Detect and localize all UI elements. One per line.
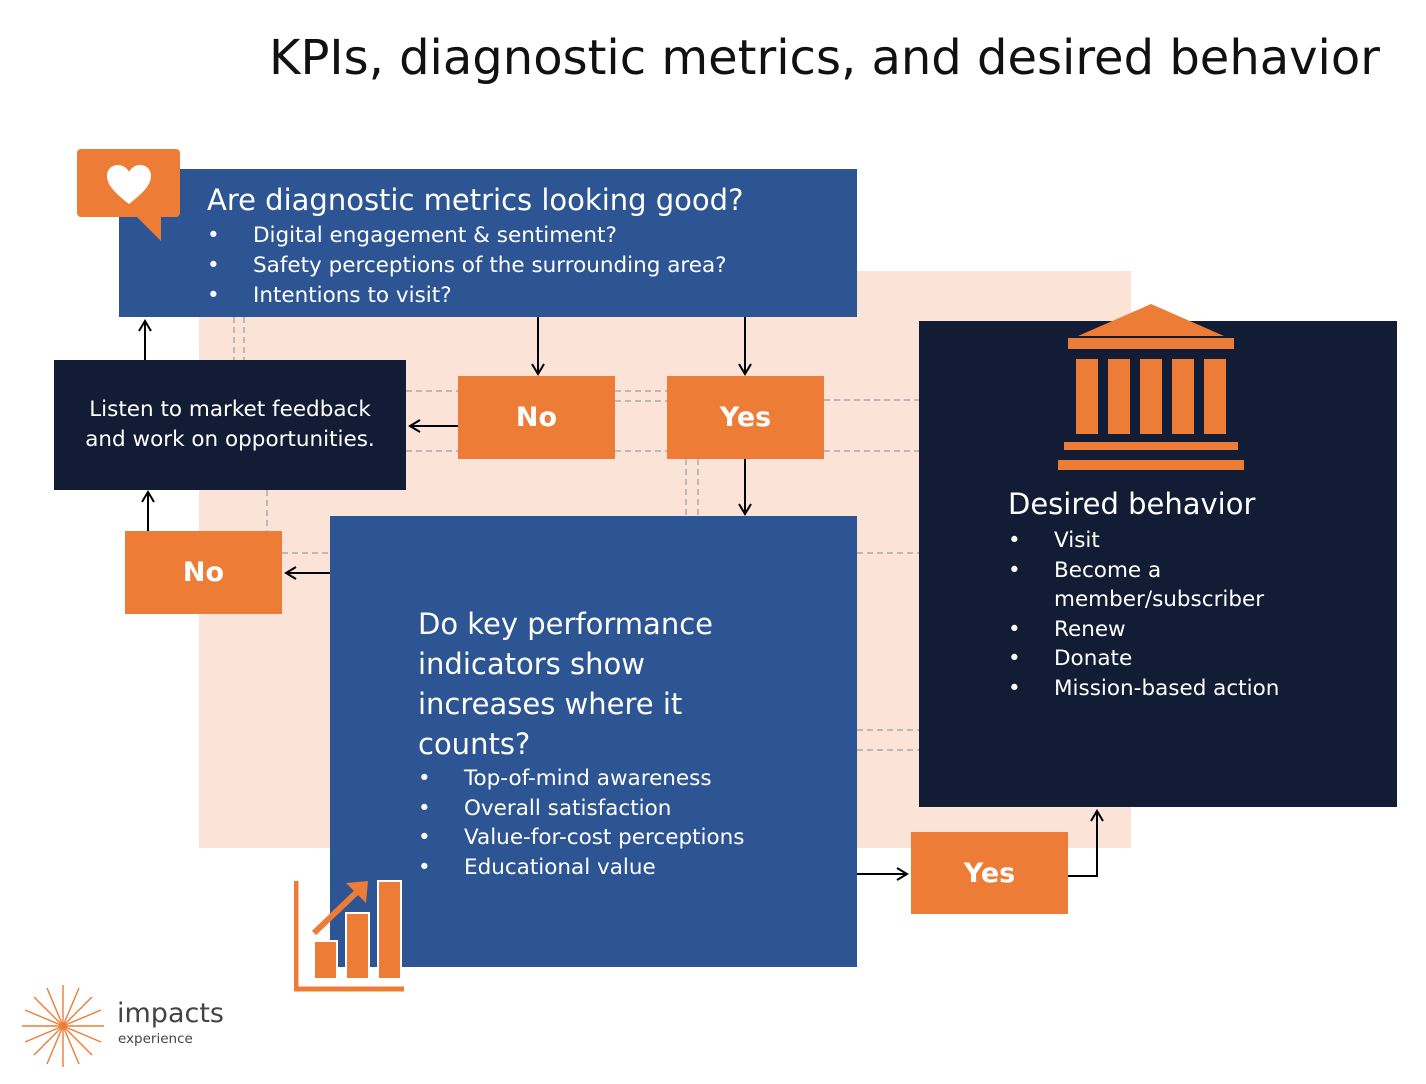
list-item: Digital engagement & sentiment? (207, 221, 727, 251)
listen-feedback-box: Listen to market feedback and work on op… (54, 360, 406, 490)
list-item: Safety perceptions of the surrounding ar… (207, 251, 727, 281)
list-item: Donate (1008, 644, 1308, 674)
diagnostic-metrics-box: Are diagnostic metrics looking good? Dig… (119, 169, 857, 317)
list-item: Value-for-cost perceptions (418, 823, 745, 853)
page-title: KPIs, diagnostic metrics, and desired be… (268, 30, 1380, 86)
diagnostic-question: Are diagnostic metrics looking good? (207, 183, 744, 217)
kpi-box: Do key performance indicators show incre… (330, 516, 857, 967)
list-item: Visit (1008, 526, 1308, 556)
list-item: Become a member/subscriber (1008, 556, 1308, 615)
list-item: Top-of-mind awareness (418, 764, 745, 794)
list-item: Mission-based action (1008, 674, 1308, 704)
museum-building-icon (1058, 304, 1244, 470)
logo-name: impacts (117, 998, 224, 1029)
listen-feedback-text: Listen to market feedback and work on op… (85, 397, 375, 452)
heart-speech-bubble-icon (77, 149, 180, 241)
desired-title: Desired behavior (1008, 487, 1256, 521)
no-decision-left: No (125, 531, 282, 614)
list-item: Educational value (418, 853, 745, 883)
yes-decision-top: Yes (667, 376, 824, 459)
list-item: Renew (1008, 615, 1308, 645)
kpi-list: Top-of-mind awareness Overall satisfacti… (418, 764, 745, 882)
desired-behavior-box: Desired behavior Visit Become a member/s… (919, 321, 1397, 807)
bar-chart-growth-icon (294, 880, 404, 992)
yes-decision-bottom: Yes (911, 832, 1068, 914)
impacts-starburst-icon (22, 985, 104, 1067)
no-decision-top: No (458, 376, 615, 459)
desired-list: Visit Become a member/subscriber Renew D… (1008, 526, 1308, 703)
list-item: Overall satisfaction (418, 794, 745, 824)
logo-subtitle: experience (118, 1031, 193, 1047)
list-item: Intentions to visit? (207, 281, 727, 311)
kpi-question: Do key performance indicators show incre… (418, 607, 713, 761)
diagnostic-list: Digital engagement & sentiment? Safety p… (207, 221, 727, 311)
